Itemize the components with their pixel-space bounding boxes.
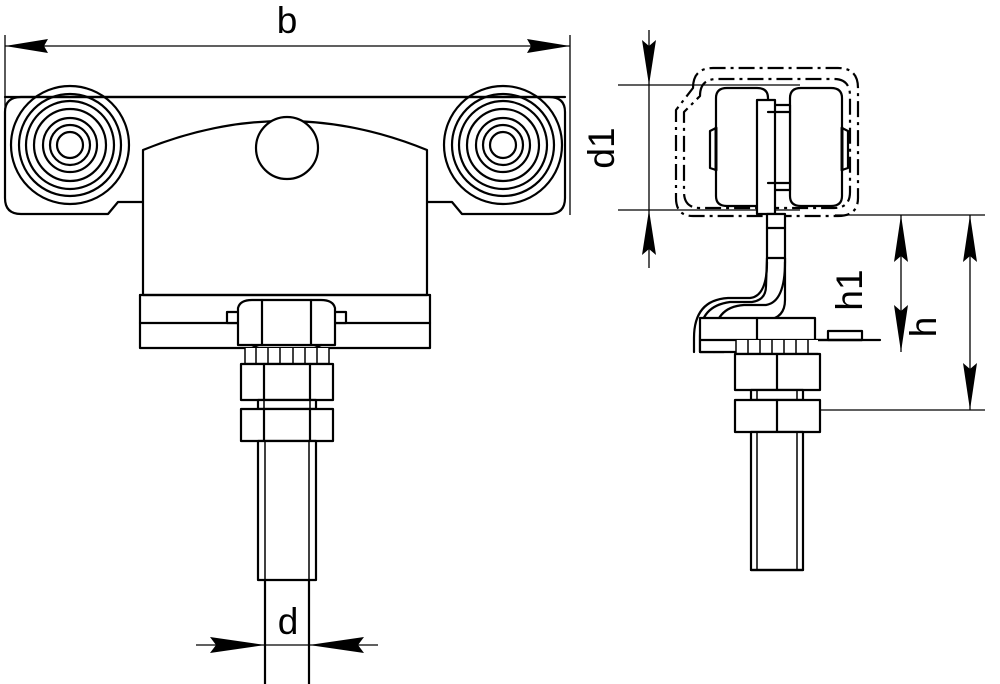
rollers-side: [708, 86, 850, 208]
dimension-d: d: [196, 601, 378, 653]
arrow-up-h: [963, 215, 977, 262]
center-hole: [254, 115, 320, 181]
axle-hub-side: [755, 98, 792, 264]
nut-lower-side: [733, 398, 822, 434]
dimension-h1: h1: [829, 215, 908, 352]
arrow-down-h: [963, 363, 977, 410]
arrow-down-h1: [894, 305, 908, 352]
side-view: d1: [581, 30, 985, 572]
arrow-up-h1: [894, 215, 908, 262]
dimension-h: h: [820, 214, 985, 411]
dimension-label-d: d: [278, 601, 299, 642]
rail-profile-phantom: [674, 66, 860, 218]
roller-left: [9, 84, 131, 206]
dimension-label-h: h: [903, 317, 944, 338]
bracket-body-front: [138, 115, 432, 350]
nut-lower-front: [239, 407, 335, 443]
dimension-label-d1: d1: [581, 127, 622, 168]
threaded-stem-front: [239, 347, 335, 684]
nut-upper-front: [239, 362, 335, 402]
arrow-right-d: [309, 637, 364, 653]
front-view: b: [3, 0, 571, 684]
dimension-label-b: b: [277, 0, 298, 41]
threaded-stem-side: [733, 339, 822, 572]
arrow-left-b: [5, 39, 48, 53]
arrow-up-d1: [642, 40, 656, 85]
roller-right: [442, 84, 564, 206]
roller-plate: [3, 95, 567, 216]
nut-upper-side: [733, 352, 822, 392]
dimension-b: b: [4, 0, 571, 215]
arrow-left-d: [210, 637, 265, 653]
bolt-head-front: [225, 298, 348, 355]
arrow-down-d1: [642, 210, 656, 255]
arrow-right-b: [527, 39, 570, 53]
dimension-label-h1: h1: [829, 269, 870, 310]
